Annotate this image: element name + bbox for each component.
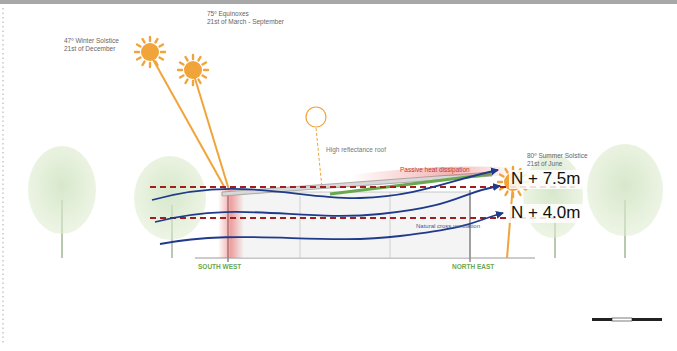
sun-label: 47º Winter Solstice	[64, 37, 119, 44]
level-label: N + 4.0m	[509, 204, 582, 223]
callout-label: Passive heat dissipation	[400, 166, 470, 173]
level-label: N + 7.5m	[509, 170, 582, 189]
sun-label: 21st of March - September	[207, 18, 284, 25]
sun-label: 21st of June	[527, 160, 562, 167]
orientation-label: NORTH EAST	[452, 263, 494, 270]
sun-symbol	[135, 37, 165, 67]
callout-label: High reflectance roof	[326, 146, 386, 153]
sun-symbol	[178, 55, 208, 85]
callout-label: Natural cross ventilation	[416, 223, 480, 230]
sun-label: 75º Equinoxes	[207, 10, 249, 17]
orientation-label: SOUTH WEST	[198, 263, 241, 270]
sun-label: 80º Summer Solstice	[527, 152, 588, 159]
sun-label: 21st of December	[64, 45, 115, 52]
